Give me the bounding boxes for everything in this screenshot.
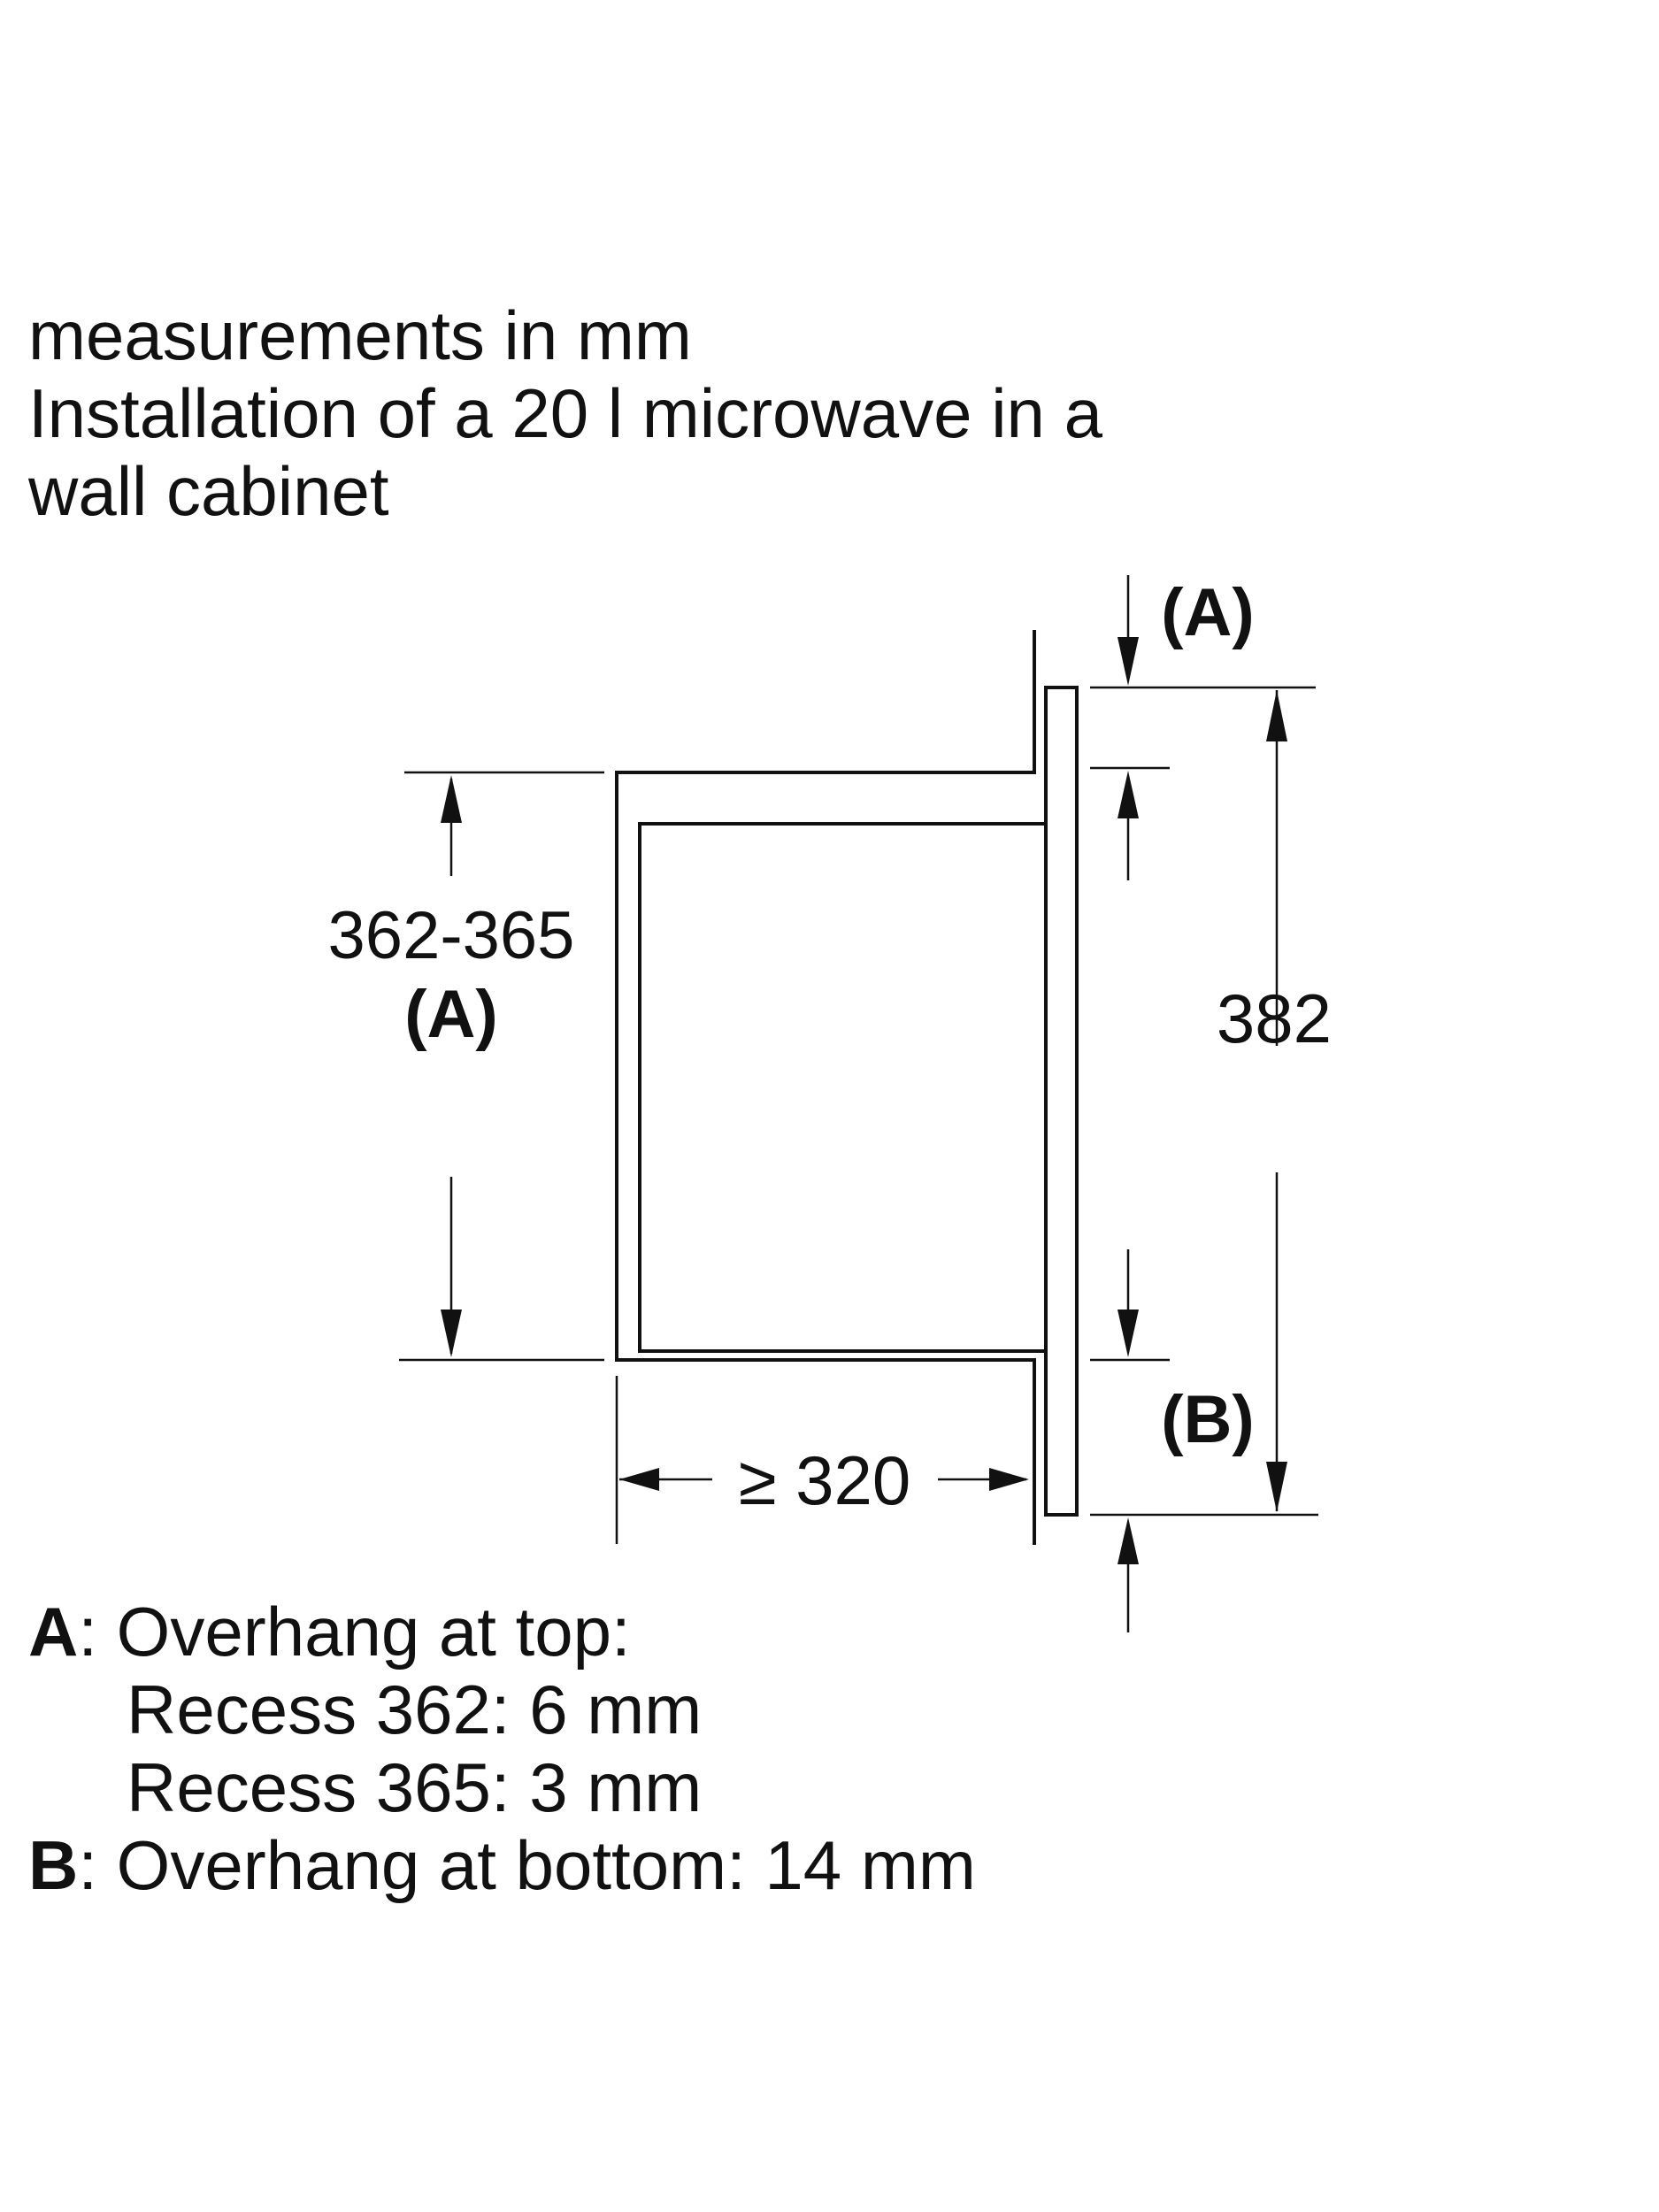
- legend-item-recess-365: Recess 365: 3 mm: [127, 1748, 702, 1826]
- arrow-down-icon: [441, 1310, 462, 1357]
- depth-dimension: ≥ 320: [615, 1376, 1029, 1544]
- arrow-down-icon: [1118, 637, 1139, 686]
- depth-label: ≥ 320: [739, 1441, 911, 1519]
- microwave-front-panel: [1044, 686, 1079, 1517]
- arrow-left-icon: [619, 1468, 659, 1491]
- microwave-body: [638, 822, 1046, 1353]
- arrow-right-icon: [989, 1468, 1029, 1491]
- legend-item-a: A: Overhang at top:: [28, 1593, 631, 1671]
- recess-height-dimension: 362-365 (A): [328, 771, 604, 1362]
- arrow-down-icon: [1118, 1310, 1139, 1357]
- header-text: measurements in mm Installation of a 20 …: [27, 296, 1103, 530]
- legend: A: Overhang at top: Recess 362: 6 mm Rec…: [28, 1593, 976, 1904]
- arrow-up-icon: [1118, 1517, 1139, 1564]
- bottom-overhang-marker: (B): [1161, 1382, 1255, 1457]
- legend-item-b: B: Overhang at bottom: 14 mm: [28, 1826, 976, 1904]
- front-height-label: 382: [1217, 979, 1332, 1057]
- overhang-markers: (A) (B): [1090, 575, 1255, 1632]
- units-note: measurements in mm: [28, 296, 692, 374]
- legend-item-recess-362: Recess 362: 6 mm: [127, 1671, 702, 1748]
- arrow-up-icon: [1118, 771, 1139, 818]
- title-line-2: wall cabinet: [27, 452, 389, 530]
- arrow-up-icon: [441, 775, 462, 823]
- recess-height-note: (A): [404, 977, 498, 1052]
- cabinet-outline: [615, 630, 1036, 1545]
- recess-height-label: 362-365: [328, 898, 575, 973]
- title-line-1: Installation of a 20 l microwave in a: [28, 374, 1103, 452]
- front-height-dimension: 382: [1090, 686, 1332, 1517]
- arrow-up-icon: [1266, 690, 1287, 741]
- arrow-down-icon: [1266, 1462, 1287, 1512]
- top-overhang-marker: (A): [1161, 575, 1255, 650]
